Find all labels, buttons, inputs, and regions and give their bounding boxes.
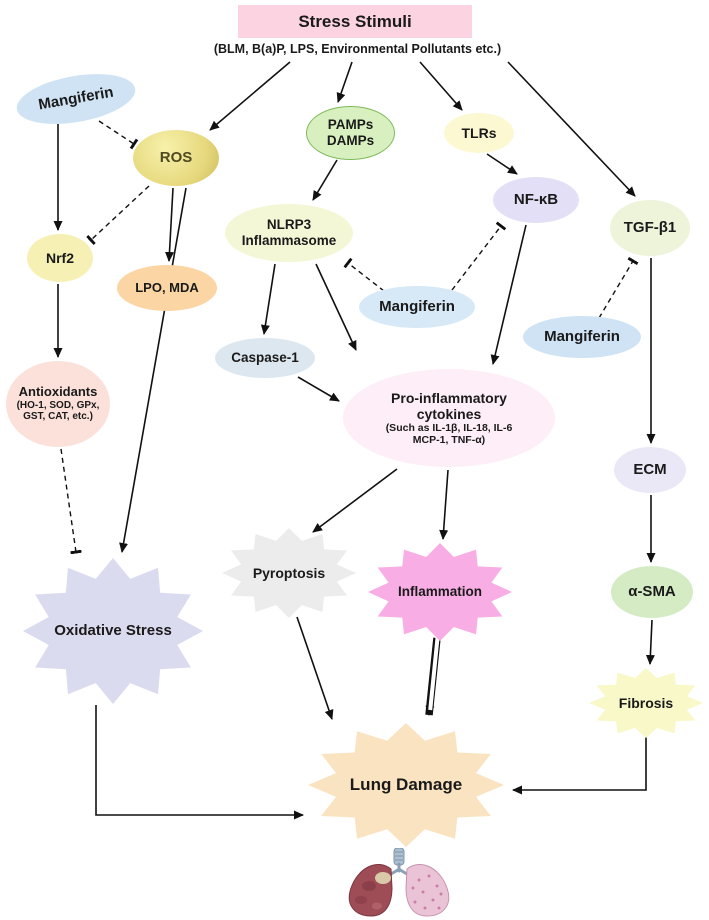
node-mangiferin-middle: Mangiferin	[359, 286, 475, 328]
node-tgfb1: TGF-β1	[610, 200, 690, 256]
node-ros: ROS	[133, 130, 219, 186]
activation-arrows	[53, 61, 656, 820]
stress-stimuli-subtitle: (BLM, B(a)P, LPS, Environmental Pollutan…	[213, 42, 502, 56]
node-nlrp3-inflammasome: NLRP3 Inflammasome	[225, 204, 353, 262]
stress-stimuli-box: Stress Stimuli	[238, 5, 472, 38]
node-nrf2: Nrf2	[27, 234, 93, 282]
node-nfkb: NF-κB	[493, 177, 579, 223]
stress-stimuli-title: Stress Stimuli	[298, 11, 412, 31]
node-mangiferin-right: Mangiferin	[523, 316, 641, 358]
node-ecm: ECM	[614, 447, 686, 493]
node-caspase1: Caspase-1	[215, 338, 315, 378]
node-pamps-damps: PAMPs DAMPs	[306, 106, 395, 160]
node-asma: α-SMA	[611, 566, 693, 618]
inhibition-dashed-lines	[60, 120, 639, 555]
node-tlrs: TLRs	[444, 113, 514, 153]
node-antioxidants: Antioxidants (HO-1, SOD, GPx, GST, CAT, …	[6, 361, 110, 447]
node-proinflammatory-cytokines: Pro-inflammatory cytokines (Such as IL-1…	[343, 369, 555, 467]
lungs-illustration	[348, 848, 450, 917]
inflammation-to-lungdamage-arrow	[425, 636, 441, 716]
node-lpo-mda: LPO, MDA	[117, 265, 217, 311]
